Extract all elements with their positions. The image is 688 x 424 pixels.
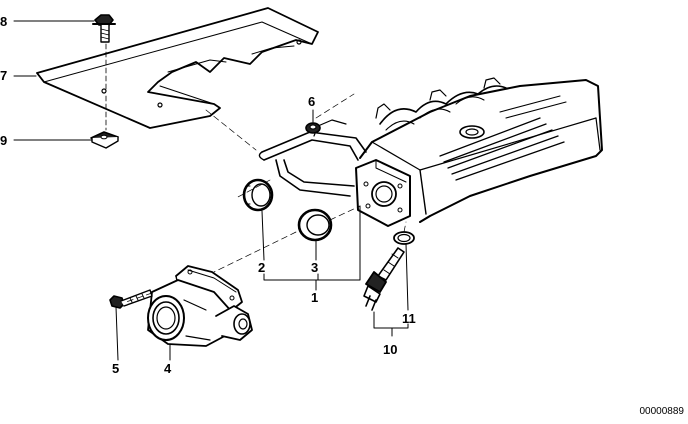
seal-ring-a [242, 178, 274, 212]
temperature-sensor [363, 247, 405, 311]
leader-lines [13, 20, 409, 361]
callout-5: 5 [112, 361, 120, 376]
sensor-seal [393, 231, 415, 245]
callout-3: 3 [311, 260, 319, 275]
callout-2: 2 [258, 260, 266, 275]
seal-ring-small [305, 122, 321, 134]
thermostat-housing [147, 265, 253, 347]
cover-plate [36, 7, 319, 131]
callout-4: 4 [164, 361, 172, 376]
diagram-id: 00000889 [639, 406, 685, 417]
bolt-top [92, 14, 116, 43]
callout-8: 8 [0, 14, 8, 29]
housing-bolt [109, 289, 153, 309]
callout-1: 1 [311, 290, 319, 305]
seal-ring-b [297, 208, 333, 242]
intake-manifold [258, 77, 603, 227]
callout-6: 6 [308, 94, 316, 109]
callout-9: 9 [0, 133, 8, 148]
callout-10: 10 [383, 342, 398, 357]
alignment-lines [125, 93, 407, 303]
callout-7: 7 [0, 68, 8, 83]
clip-nut [90, 131, 119, 149]
callout-11: 11 [402, 311, 416, 326]
